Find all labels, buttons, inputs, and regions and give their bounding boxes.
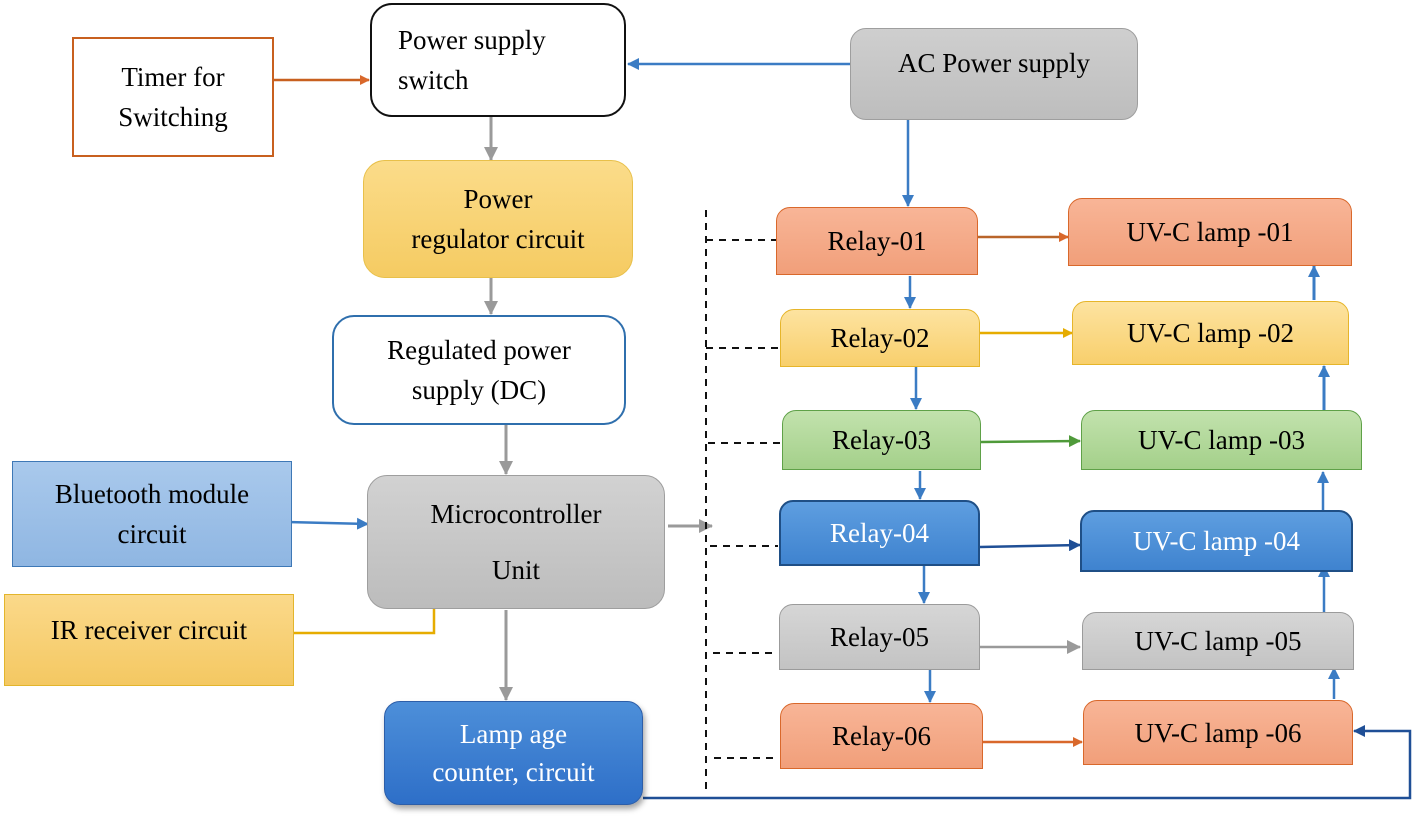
power-supply-switch-block: Power supply switch <box>370 3 626 117</box>
ac-power-supply-block: AC Power supply <box>850 28 1138 120</box>
preg-label-line1: Power <box>463 184 533 214</box>
relay-label: Relay-01 <box>827 226 927 256</box>
rps-label-line1: Regulated power <box>387 335 571 365</box>
uvc-lamp-03-block: UV-C lamp -03 <box>1081 410 1362 470</box>
relay-label: Relay-05 <box>830 622 929 652</box>
power-regulator-block: Power regulator circuit <box>363 160 633 278</box>
preg-label-line2: regulator circuit <box>411 224 585 254</box>
mcu-label-line1: Microcontroller <box>430 499 602 529</box>
edge-relay-03-to-lamp-03 <box>980 435 1081 448</box>
edge-bluetooth-to-mcu <box>286 517 369 530</box>
ir-receiver-block: IR receiver circuit <box>4 594 294 686</box>
lamp-label: UV-C lamp -04 <box>1133 526 1300 556</box>
relay-label: Relay-04 <box>830 518 929 548</box>
lamp-age-counter-block: Lamp age counter, circuit <box>384 701 643 805</box>
relay-02-block: Relay-02 <box>780 309 980 367</box>
lamp-label: UV-C lamp -02 <box>1127 318 1294 348</box>
edge-relay-04-to-lamp-04 <box>979 539 1081 552</box>
relay-control-bus <box>705 210 781 790</box>
relay-03-block: Relay-03 <box>782 410 981 470</box>
lamp-age-label-line2: counter, circuit <box>432 757 595 787</box>
relay-01-block: Relay-01 <box>776 207 978 275</box>
timer-label-line1: Timer for <box>121 62 225 92</box>
relay-05-block: Relay-05 <box>779 604 980 670</box>
lamp-age-label-line1: Lamp age <box>459 719 568 749</box>
lamp-label: UV-C lamp -05 <box>1134 626 1302 656</box>
relay-label: Relay-06 <box>832 721 931 751</box>
uvc-lamp-01-block: UV-C lamp -01 <box>1068 198 1352 266</box>
pss-label-line2: switch <box>398 65 469 95</box>
ir-label: IR receiver circuit <box>50 615 248 645</box>
lamp-label: UV-C lamp -01 <box>1126 217 1294 247</box>
ac-label: AC Power supply <box>897 48 1090 78</box>
bt-label-line1: Bluetooth module <box>54 479 250 509</box>
uvc-lamp-04-block: UV-C lamp -04 <box>1080 510 1353 572</box>
relay-06-block: Relay-06 <box>780 703 983 769</box>
mcu-label-line2: Unit <box>491 555 540 585</box>
relay-label: Relay-03 <box>832 425 931 455</box>
microcontroller-unit-block: Microcontroller Unit <box>367 475 665 609</box>
timer-label-line2: Switching <box>118 102 228 132</box>
lamp-label: UV-C lamp -03 <box>1138 425 1305 455</box>
lamp-label: UV-C lamp -06 <box>1134 717 1302 748</box>
uvc-lamp-02-block: UV-C lamp -02 <box>1072 301 1349 365</box>
timer-for-switching-block: Timer for Switching <box>72 37 274 157</box>
uvc-lamp-06-block: UV-C lamp -06 <box>1083 700 1353 765</box>
relay-label: Relay-02 <box>830 323 930 353</box>
rps-label-line2: supply (DC) <box>411 375 547 405</box>
bt-label-line2: circuit <box>117 519 187 549</box>
uvc-lamp-05-block: UV-C lamp -05 <box>1082 612 1354 670</box>
pss-label-line1: Power supply <box>398 25 546 55</box>
regulated-power-supply-block: Regulated power supply (DC) <box>332 315 626 425</box>
bluetooth-module-block: Bluetooth module circuit <box>12 461 292 567</box>
relay-04-block: Relay-04 <box>779 500 980 566</box>
